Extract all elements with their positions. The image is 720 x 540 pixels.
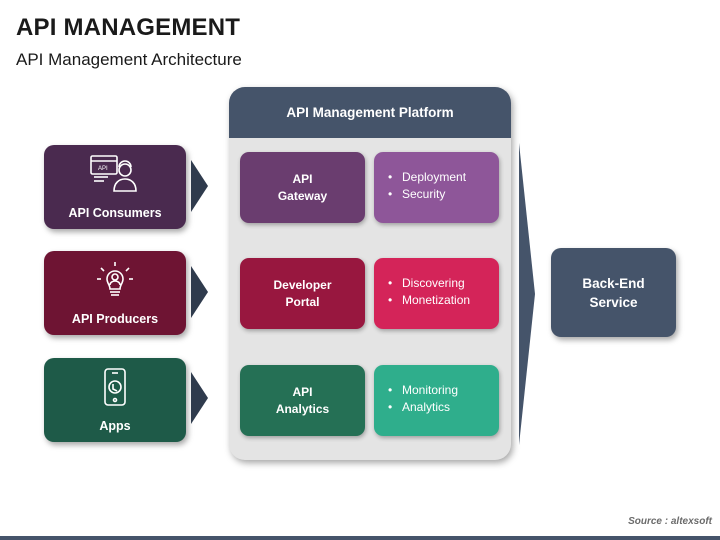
api-gateway-line1: API bbox=[292, 171, 313, 186]
api-analytics-line2: Analytics bbox=[275, 401, 330, 416]
arrow-right-icon bbox=[191, 160, 208, 212]
developer-portal-features: •Discovering •Monetization bbox=[374, 258, 499, 329]
api-gateway-box: API Gateway bbox=[240, 152, 365, 223]
arrow-right-icon bbox=[191, 266, 208, 318]
api-producers-label: API Producers bbox=[71, 312, 159, 326]
page-subtitle: API Management Architecture bbox=[16, 50, 242, 69]
api-consumers-label: API Consumers bbox=[68, 206, 162, 220]
svg-text:API: API bbox=[98, 166, 108, 172]
arrow-right-icon bbox=[191, 372, 208, 424]
api-consumer-icon: API bbox=[44, 153, 186, 195]
feature-item: Security bbox=[402, 187, 446, 201]
api-management-platform: API Management Platform API Gateway •Depl… bbox=[229, 87, 511, 460]
feature-item: Monitoring bbox=[402, 383, 459, 397]
feature-item: Discovering bbox=[402, 276, 465, 290]
api-consumers-box: API API Consumers bbox=[44, 145, 186, 229]
api-producers-box: API Producers bbox=[44, 251, 186, 335]
developer-portal-line1: Developer bbox=[273, 277, 332, 292]
api-gateway-line2: Gateway bbox=[277, 188, 328, 203]
big-arrow-icon bbox=[519, 143, 535, 445]
back-end-line2: Service bbox=[589, 294, 638, 310]
platform-header: API Management Platform bbox=[229, 87, 511, 138]
bottom-bar bbox=[0, 536, 720, 540]
api-gateway-features: •Deployment •Security bbox=[374, 152, 499, 223]
api-analytics-box: API Analytics bbox=[240, 365, 365, 436]
feature-item: Deployment bbox=[402, 170, 467, 184]
feature-item: Monetization bbox=[402, 293, 471, 307]
api-analytics-features: •Monitoring •Analytics bbox=[374, 365, 499, 436]
page-title: API MANAGEMENT bbox=[16, 14, 241, 41]
developer-portal-line2: Portal bbox=[285, 294, 320, 309]
apps-label: Apps bbox=[99, 419, 131, 433]
feature-item: Analytics bbox=[402, 400, 451, 414]
smartphone-icon bbox=[44, 366, 186, 408]
api-analytics-line1: API bbox=[292, 384, 313, 399]
source-credit: Source : altexsoft bbox=[628, 516, 712, 527]
lightbulb-person-icon bbox=[44, 259, 186, 301]
apps-box: Apps bbox=[44, 358, 186, 442]
back-end-line1: Back-End bbox=[582, 275, 645, 291]
